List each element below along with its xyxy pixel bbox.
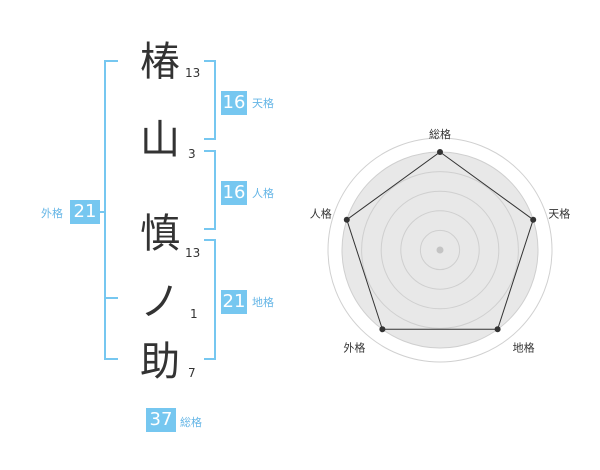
- name-char-3: 慎: [140, 211, 180, 257]
- radar-center-dot: [436, 246, 444, 254]
- radar-ring-4: [361, 171, 519, 329]
- radar-polygon: [346, 151, 534, 330]
- stroke-count-3: 13: [185, 246, 201, 260]
- radar-ring-3: [380, 190, 500, 310]
- chikaku-bracket: [204, 239, 216, 360]
- jinkaku-label: 人格: [252, 187, 274, 200]
- soukaku-value: 37: [149, 409, 173, 430]
- radar-point-4: [379, 326, 386, 333]
- stroke-count-4: 1: [190, 307, 198, 321]
- radar-point-2: [530, 216, 537, 223]
- chikaku-label: 地格: [252, 296, 274, 309]
- gaikaku-badge: 21: [70, 200, 100, 224]
- jinkaku-value: 16: [222, 182, 246, 203]
- radar-axis-label-4: 外格: [343, 340, 365, 354]
- radar-ring-2: [400, 210, 480, 290]
- stroke-count-5: 7: [188, 366, 196, 380]
- gaikaku-bracket-connector: [100, 211, 106, 213]
- chikaku-badge: 21: [221, 290, 247, 314]
- radar-ring-1: [419, 229, 461, 271]
- stroke-count-2: 3: [188, 147, 196, 161]
- radar-point-5: [343, 216, 350, 223]
- chikaku-value: 21: [222, 291, 246, 312]
- tenkaku-bracket: [204, 60, 216, 140]
- radar-axis-label-5: 人格: [310, 207, 332, 221]
- soukaku-label: 総格: [180, 416, 202, 429]
- name-char-4: ノ: [140, 279, 180, 325]
- gaikaku-value: 21: [73, 201, 97, 222]
- jinkaku-bracket: [204, 150, 216, 230]
- name-char-2: 山: [140, 117, 180, 163]
- radar-point-1: [437, 149, 443, 155]
- soukaku-badge: 37: [146, 408, 176, 432]
- gaikaku-bracket: [104, 60, 118, 360]
- radar-axis-label-2: 天格: [548, 207, 570, 221]
- name-char-1: 椿: [140, 39, 180, 85]
- radar-axis-label-3: 地格: [513, 340, 535, 354]
- radar-outer-circle: [327, 137, 553, 363]
- radar-axis-label-1: 総格: [429, 127, 451, 141]
- gaikaku-bracket-tick: [104, 297, 118, 299]
- radar-point-3: [494, 326, 501, 333]
- tenkaku-badge: 16: [221, 91, 247, 115]
- tenkaku-label: 天格: [252, 97, 274, 110]
- jinkaku-badge: 16: [221, 181, 247, 205]
- gaikaku-label: 外格: [41, 207, 63, 220]
- tenkaku-value: 16: [222, 92, 246, 113]
- stroke-count-1: 13: [185, 66, 201, 80]
- name-char-5: 助: [140, 339, 180, 385]
